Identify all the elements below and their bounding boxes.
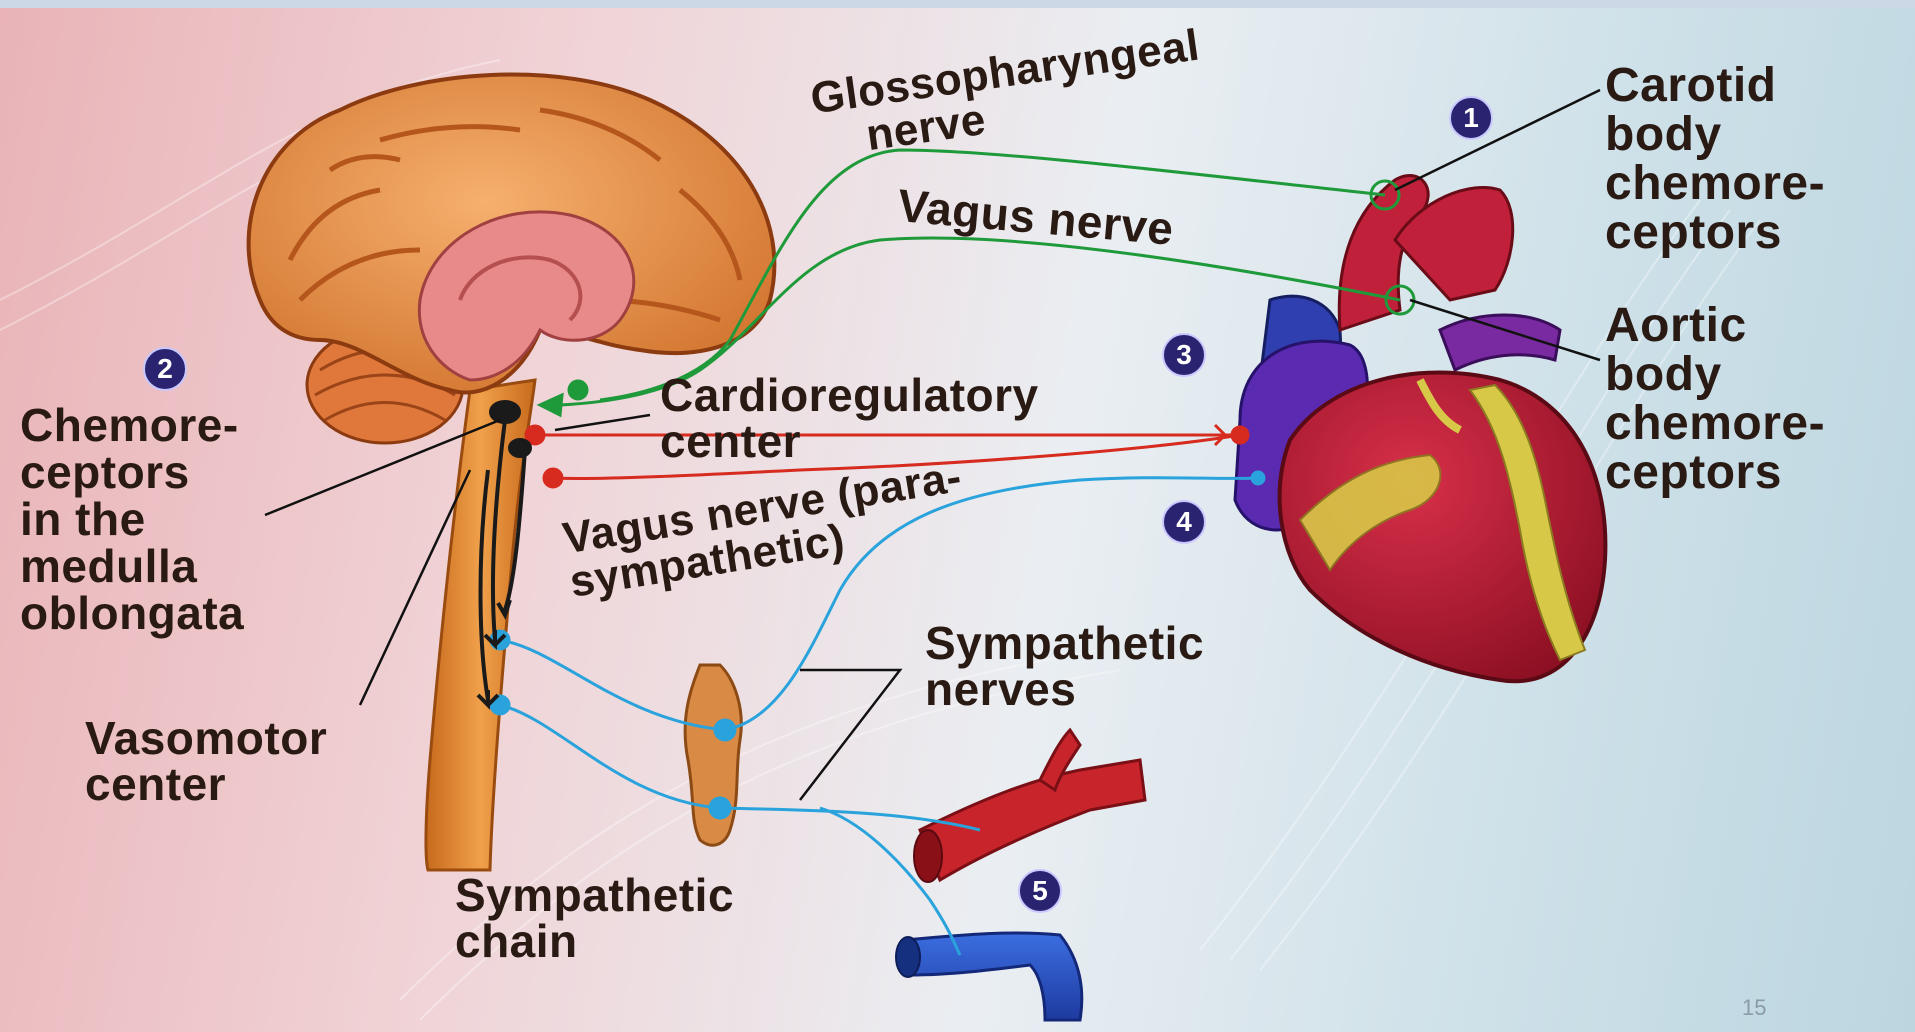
badge-2: 2 <box>143 347 187 391</box>
sympathetic-nerves-label: Sympathetic nerves <box>925 620 1204 712</box>
chemo-line5: oblongata <box>20 590 244 637</box>
page-number: 15 <box>1742 995 1766 1021</box>
cardio-line2: center <box>660 418 1039 464</box>
symp-nerves-line1: Sympathetic <box>925 620 1204 666</box>
symp-nerves-line2: nerves <box>925 666 1204 712</box>
vasomotor-line1: Vasomotor <box>85 715 327 761</box>
carotid-body-label: Carotid body chemore- ceptors <box>1605 62 1825 258</box>
vasomotor-line2: center <box>85 761 327 807</box>
aortic-line1: Aortic <box>1605 302 1825 351</box>
badge-3: 3 <box>1162 333 1206 377</box>
artery <box>914 730 1145 882</box>
chemo-line4: medulla <box>20 543 244 590</box>
aortic-line4: ceptors <box>1605 449 1825 498</box>
carotid-line2: body <box>1605 111 1825 160</box>
chemo-line2: ceptors <box>20 449 244 496</box>
heart <box>1235 175 1605 681</box>
symp-chain-line1: Sympathetic <box>455 872 734 918</box>
carotid-line1: Carotid <box>1605 62 1825 111</box>
aortic-line3: chemore- <box>1605 400 1825 449</box>
vasomotor-center-label: Vasomotor center <box>85 715 327 807</box>
badge-4: 4 <box>1162 500 1206 544</box>
badge-1: 1 <box>1449 96 1493 140</box>
aortic-body-label: Aortic body chemore- ceptors <box>1605 302 1825 498</box>
carotid-line3: chemore- <box>1605 160 1825 209</box>
vein <box>896 933 1082 1020</box>
carotid-line4: ceptors <box>1605 209 1825 258</box>
badge-5: 5 <box>1018 869 1062 913</box>
sympathetic-chain-label: Sympathetic chain <box>455 872 734 964</box>
cardio-line1: Cardioregulatory <box>660 372 1039 418</box>
chemo-line3: in the <box>20 496 244 543</box>
sympathetic-ganglion <box>685 665 741 845</box>
cardioregulatory-label: Cardioregulatory center <box>660 372 1039 464</box>
symp-chain-line2: chain <box>455 918 734 964</box>
aortic-line2: body <box>1605 351 1825 400</box>
medulla-chemoreceptors-label: Chemore- ceptors in the medulla oblongat… <box>20 402 244 637</box>
chemo-line1: Chemore- <box>20 402 244 449</box>
